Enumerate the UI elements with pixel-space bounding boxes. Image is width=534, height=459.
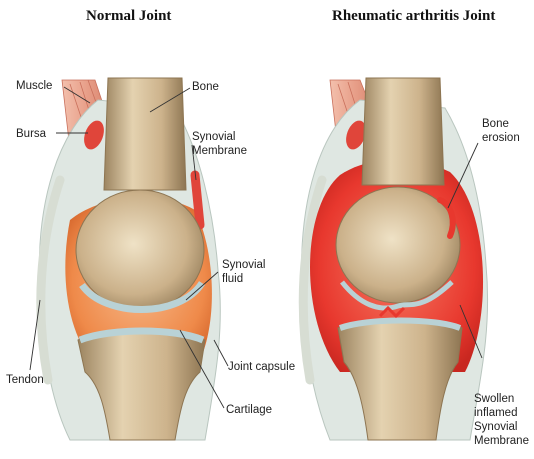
label-swollen-line2: inflamed: [474, 406, 529, 420]
label-synovial-fluid-line1: Synovial: [222, 258, 265, 272]
label-joint-capsule: Joint capsule: [228, 360, 295, 374]
label-synovial-membrane-line1: Synovial: [192, 130, 247, 144]
label-swollen-line3: Synovial: [474, 420, 529, 434]
upper-bone-shaft: [104, 78, 186, 190]
label-bone-erosion-line2: erosion: [482, 131, 520, 145]
synovial-membrane: [195, 175, 200, 225]
label-bursa: Bursa: [16, 127, 46, 141]
label-muscle: Muscle: [16, 79, 52, 93]
label-tendon: Tendon: [6, 373, 44, 387]
title-ra-joint: Rheumatic arthritis Joint: [332, 8, 495, 25]
ra-joint: [302, 78, 488, 440]
label-synovial-membrane: Synovial Membrane: [192, 130, 247, 158]
label-swollen-synovial: Swollen inflamed Synovial Membrane: [474, 392, 529, 448]
label-synovial-fluid: Synovial fluid: [222, 258, 265, 286]
label-swollen-line4: Membrane: [474, 434, 529, 448]
label-cartilage: Cartilage: [226, 403, 272, 417]
title-normal-joint: Normal Joint: [86, 8, 171, 25]
ra-upper-bone-shaft: [362, 78, 444, 185]
ra-upper-bone-head: [336, 187, 460, 303]
label-bone-erosion-line1: Bone: [482, 117, 520, 131]
label-bone-erosion: Bone erosion: [482, 117, 520, 145]
label-synovial-membrane-line2: Membrane: [192, 144, 247, 158]
label-swollen-line1: Swollen: [474, 392, 529, 406]
label-bone: Bone: [192, 80, 219, 94]
upper-bone-head: [76, 190, 204, 310]
label-synovial-fluid-line2: fluid: [222, 272, 265, 286]
